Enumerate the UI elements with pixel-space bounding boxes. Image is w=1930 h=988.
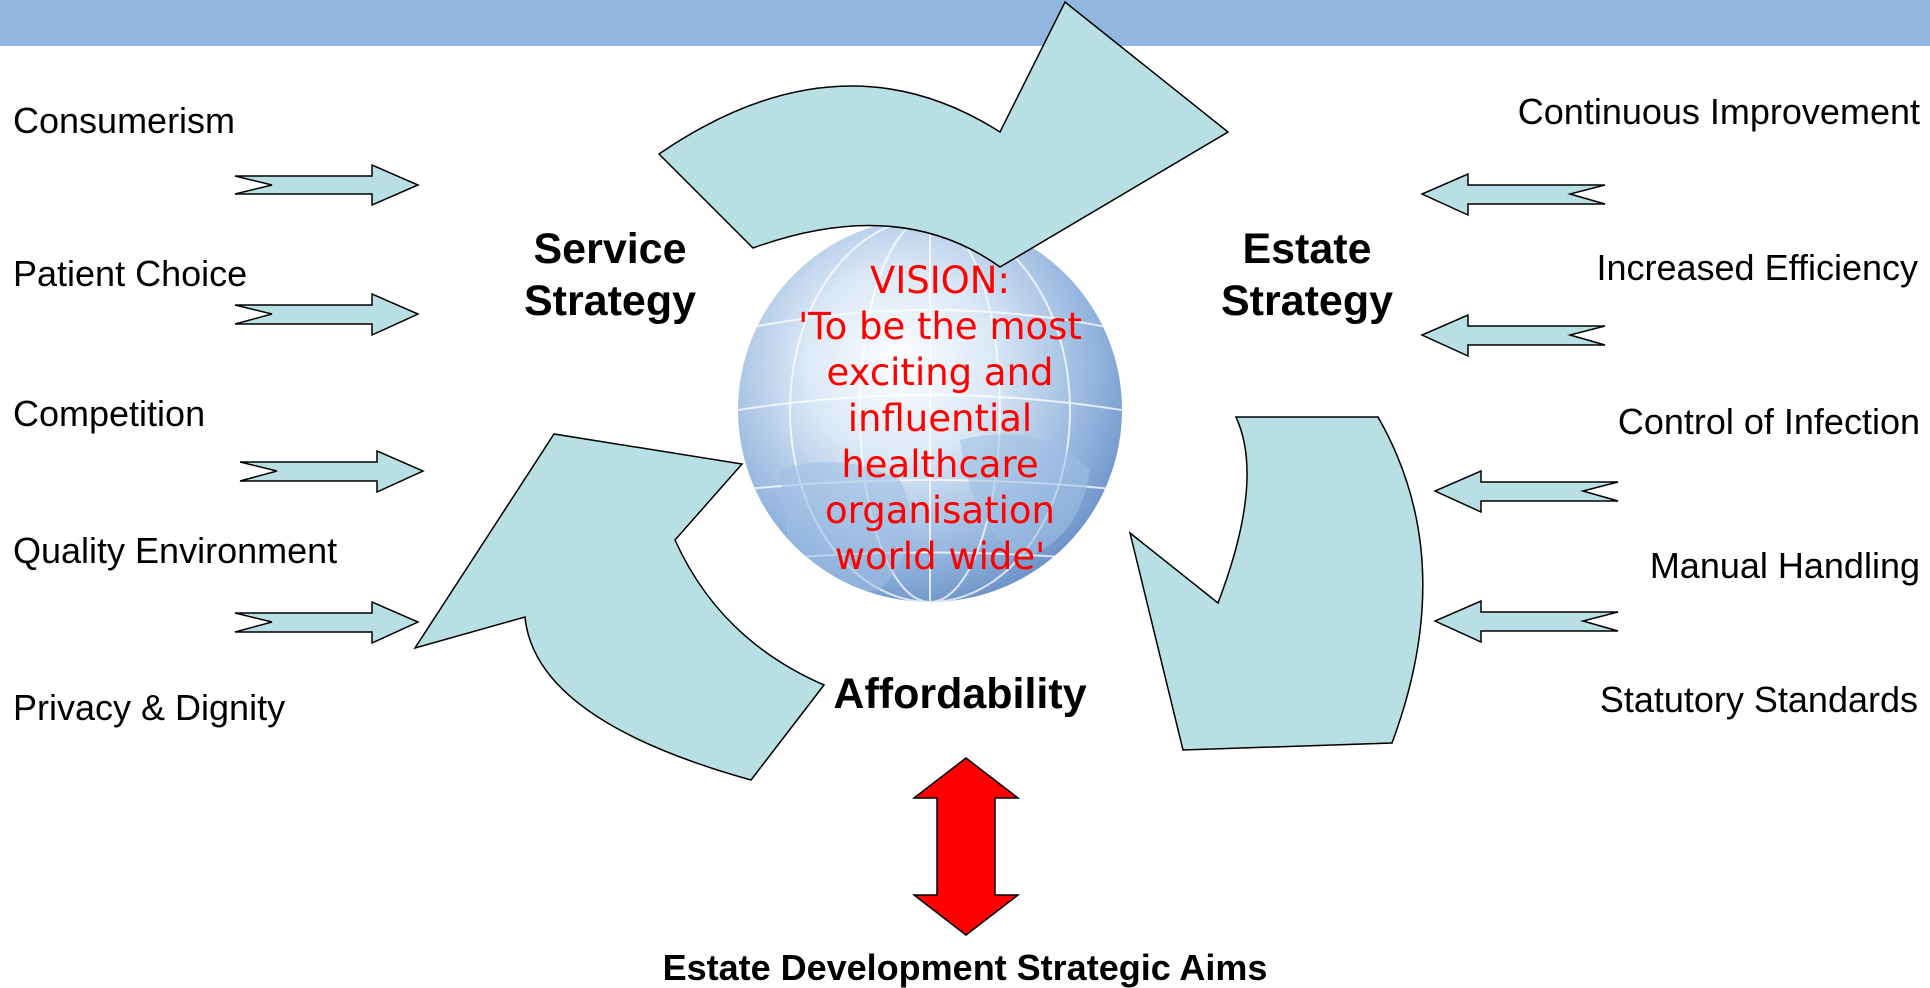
- right-driver-arrow: [1420, 172, 1606, 217]
- left-driver-label: Patient Choice: [13, 253, 248, 294]
- left-driver-arrow: [234, 163, 420, 207]
- right-driver-label: Control of Infection: [1617, 401, 1920, 442]
- left-driver-arrow: [234, 600, 420, 645]
- right-driver-label: Continuous Improvement: [1517, 91, 1920, 132]
- vision-line: exciting and: [826, 351, 1054, 394]
- left-driver-label: Quality Environment: [13, 530, 338, 571]
- vision-line: world wide': [834, 535, 1046, 578]
- left-driver-arrow: [234, 292, 420, 337]
- service-strategy-line: Service: [533, 225, 687, 273]
- left-curved-arrow: [413, 433, 826, 781]
- right-driver-label: Manual Handling: [1649, 545, 1920, 586]
- globe-icon: [738, 218, 1122, 602]
- affordability-double-arrow: [911, 757, 1021, 936]
- vision-line: organisation: [825, 489, 1055, 532]
- top-curved-arrow: [657, 0, 1230, 268]
- left-driver-label: Competition: [13, 393, 206, 434]
- service-strategy-label: Service Strategy: [500, 223, 720, 328]
- vision-line: 'To be the most: [798, 305, 1082, 348]
- estate-strategy-label: Estate Strategy: [1197, 223, 1417, 328]
- header-bar: [0, 0, 1930, 46]
- strategic-aims-caption: Estate Development Strategic Aims: [662, 947, 1268, 988]
- vision-line: healthcare: [841, 443, 1039, 486]
- vision-line: influential: [847, 397, 1033, 440]
- vision-statement: VISION: 'To be the most exciting and inf…: [740, 258, 1140, 580]
- right-driver-label: Statutory Standards: [1599, 679, 1918, 720]
- estate-strategy-line: Estate: [1242, 225, 1372, 273]
- right-curved-arrow: [1128, 416, 1424, 751]
- right-driver-label: Increased Efficiency: [1596, 247, 1918, 288]
- right-driver-arrow: [1420, 313, 1606, 358]
- left-driver-label: Consumerism: [13, 100, 236, 141]
- right-driver-arrow: [1433, 469, 1619, 514]
- left-driver-arrow: [239, 449, 425, 494]
- left-driver-label: Privacy & Dignity: [13, 687, 286, 728]
- right-driver-arrow: [1433, 599, 1619, 644]
- vision-line: VISION:: [870, 259, 1010, 302]
- service-strategy-line: Strategy: [523, 277, 697, 326]
- estate-strategy-line: Strategy: [1220, 277, 1394, 326]
- affordability-label: Affordability: [833, 670, 1087, 718]
